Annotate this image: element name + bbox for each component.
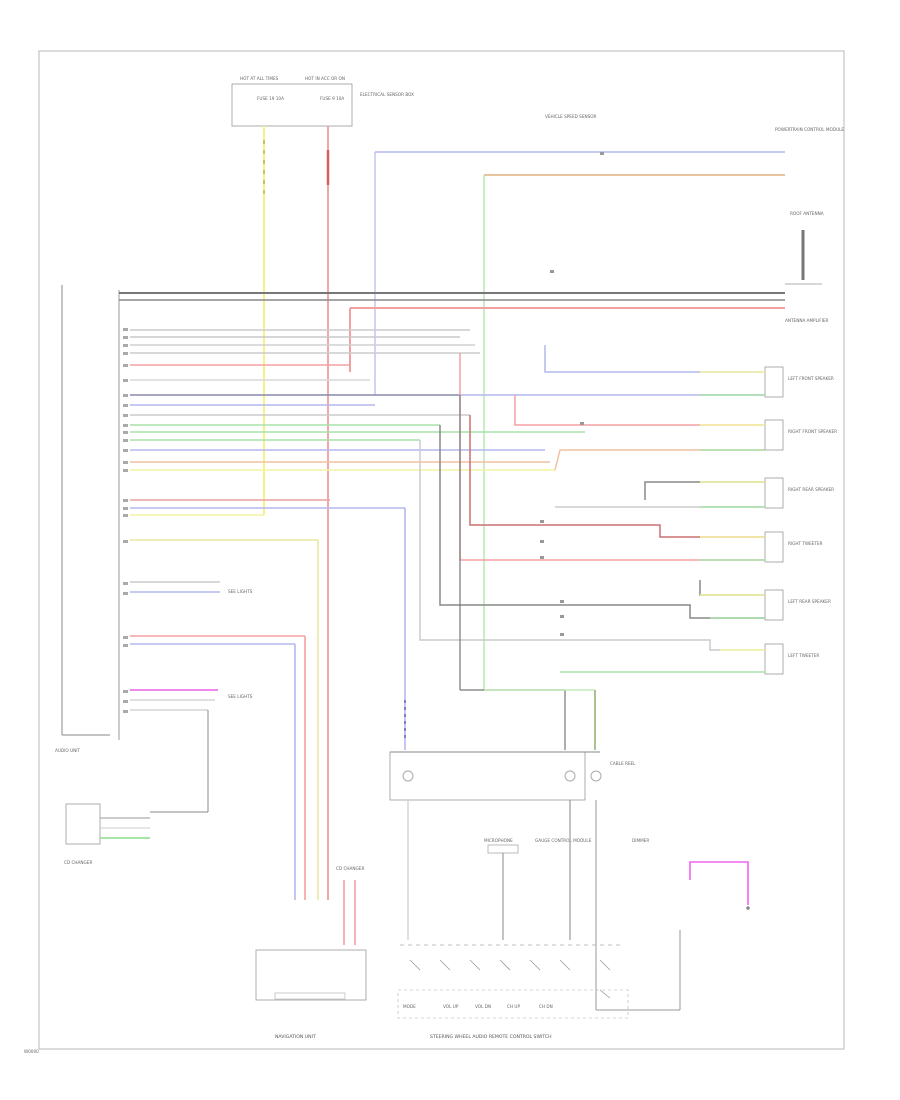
speaker-right-rear	[764, 477, 784, 509]
pin-rows	[130, 329, 585, 516]
speaker-right-front	[764, 419, 784, 451]
sensor-label: VEHICLE SPEED SENSOR	[545, 114, 597, 119]
antenna-label: ROOF ANTENNA	[790, 211, 824, 216]
fuse-right-label: HOT IN ACC OR ON	[305, 76, 345, 81]
nav-unit-box	[255, 949, 367, 1001]
cd-changer-label: CD CHANGER	[64, 860, 92, 865]
radio-unit-label: AUDIO UNIT	[55, 748, 80, 753]
speaker-wires	[419, 345, 765, 673]
lf-speaker-label: LEFT FRONT SPEAKER	[788, 376, 834, 381]
see-lamps-2: SEE LIGHTS	[228, 694, 253, 699]
fuse-left-name: FUSE 19 10A	[257, 96, 284, 101]
nav-unit-label: NAVIGATION UNIT	[275, 1034, 316, 1040]
remote-switches	[409, 959, 611, 999]
tweeter-right	[764, 531, 784, 563]
cable-reel-label: CABLE REEL	[610, 761, 636, 766]
fuse-left-label: HOT AT ALL TIMES	[240, 76, 279, 81]
gauge-label: GAUGE CONTROL MODULE	[535, 838, 592, 843]
speaker-left-rear	[764, 589, 784, 621]
switch-label-ch-dn: CH DN	[539, 1004, 553, 1009]
antenna-amp-label: ANTENNA AMPLIFIER	[785, 318, 829, 323]
lt-label: LEFT TWEETER	[788, 653, 819, 658]
fuse-right-name: FUSE 9 10A	[320, 96, 344, 101]
switch-label-vol-dn: VOL DN	[475, 1004, 491, 1009]
cable-reel-box	[389, 751, 586, 801]
speakers	[764, 366, 784, 675]
footer-code: W0000	[24, 1049, 39, 1054]
fuse-block-label: ELECTRICAL SENSOR BOX	[360, 92, 414, 97]
pin-numbers	[123, 328, 128, 713]
rf-speaker-label: RIGHT FRONT SPEAKER	[788, 429, 837, 434]
lr-speaker-label: LEFT REAR SPEAKER	[788, 599, 831, 604]
switch-label-mode: MODE	[403, 1004, 416, 1009]
switch-label-ch-up: CH UP	[507, 1004, 520, 1009]
disc-label: CD CHANGER	[336, 866, 364, 871]
diagram-frame	[38, 50, 845, 1050]
dimmer-label: DIMMER	[632, 838, 649, 843]
steering-switch-label: STEERING WHEEL AUDIO REMOTE CONTROL SWIT…	[430, 1034, 552, 1040]
pink-wire	[689, 861, 749, 905]
see-lamps-1: SEE LIGHTS	[228, 589, 253, 594]
steering-switch-box	[397, 989, 629, 1019]
tweeter-left	[764, 643, 784, 675]
rt-label: RIGHT TWEETER	[788, 541, 823, 546]
mic-connector	[487, 844, 519, 854]
rr-speaker-label: RIGHT REAR SPEAKER	[788, 487, 834, 492]
switch-label-group: MODE VOL UP VOL DN CH UP CH DN	[403, 1004, 553, 1009]
cd-changer-box	[65, 803, 101, 845]
connector-marks	[540, 152, 604, 636]
speaker-left-front	[764, 366, 784, 398]
mic-label: MICROPHONE	[484, 838, 513, 843]
pcm-label: POWERTRAIN CONTROL MODULE	[775, 127, 844, 132]
fuse-block	[231, 83, 353, 127]
switch-label-vol-up: VOL UP	[443, 1004, 459, 1009]
